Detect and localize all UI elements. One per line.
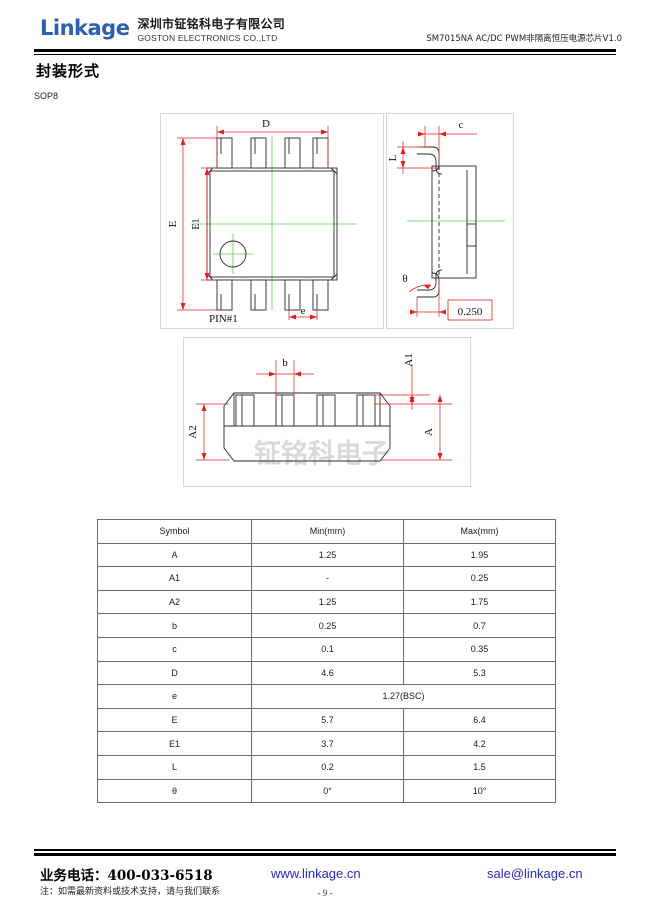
cell-max: 10° (403, 778, 556, 804)
cell-symbol: e (97, 684, 252, 709)
cell-symbol: c (97, 636, 252, 662)
cell-min: 5.7 (251, 707, 404, 733)
table-header-cell: Max(mm) (403, 519, 556, 544)
page-header: Linkage 深圳市钲铭科电子有限公司 GOSTON ELECTRONICS … (0, 0, 650, 60)
table-header-cell: Symbol (97, 519, 252, 544)
page-title: 封装形式 (36, 62, 101, 80)
footer-phone: 业务电话：400-033-6518 (40, 868, 213, 884)
cell-min: - (251, 566, 404, 591)
cell-symbol: D (97, 660, 252, 686)
cell-min: 0.1 (251, 636, 404, 662)
dimension-value-0250: 0.250 (458, 306, 483, 318)
package-side-view-drawing: c L θ 0.250 (386, 113, 514, 329)
cell-min: 1.25 (251, 542, 404, 568)
cell-max: 0.7 (403, 613, 556, 638)
cell-max: 0.25 (403, 566, 556, 591)
page-footer: 业务电话：400-033-6518 注：如需最新资料或技术支持，请与我们联系 w… (0, 860, 650, 919)
document-title: SM7015NA AC/DC PWM非隔离恒压电源芯片V1.0 (426, 34, 622, 44)
dimension-label-d: D (262, 118, 270, 130)
dimension-label-e: E (167, 220, 179, 227)
cell-max: 1.75 (403, 589, 556, 615)
cell-min: 0.2 (251, 754, 404, 780)
package-type-label: SOP8 (34, 91, 59, 101)
dimension-label-e1: E1 (191, 218, 202, 229)
cell-min: 4.6 (251, 660, 404, 686)
table-row: A1-0.25 (97, 566, 556, 591)
cell-min: 3.7 (251, 731, 404, 756)
company-name-cn: 深圳市钲铭科电子有限公司 (137, 17, 286, 31)
footer-website-link[interactable]: www.linkage.cn (271, 866, 361, 881)
package-top-view-drawing: D E E1 e PIN#1 (160, 113, 384, 329)
dimension-label-a: A (423, 428, 435, 436)
footer-note: 注：如需最新资料或技术支持，请与我们联系 (40, 887, 221, 897)
dimension-label-c: c (459, 119, 464, 131)
cell-symbol: b (97, 613, 252, 638)
dimension-label-a1: A1 (403, 353, 415, 366)
dimension-label-a2: A2 (187, 425, 199, 438)
cell-symbol: θ (97, 778, 252, 804)
pin1-label: PIN#1 (209, 313, 238, 325)
dimension-label-l: L (387, 154, 399, 161)
dimension-label-theta: θ (402, 273, 407, 285)
footer-email-link[interactable]: sale@linkage.cn (487, 866, 583, 881)
cell-symbol: E (97, 707, 252, 733)
cell-max: 5.3 (403, 660, 556, 686)
header-divider (34, 49, 616, 55)
cell-max: 0.35 (403, 636, 556, 662)
logo-wordmark: Linkage (40, 16, 130, 40)
cell-min: 0.25 (251, 613, 404, 638)
cell-min: 1.25 (251, 589, 404, 615)
cell-max: 1.5 (403, 754, 556, 780)
cell-max: 6.4 (403, 707, 556, 733)
watermark-text: 钲铭科电子 (254, 439, 389, 470)
dimension-label-b: b (282, 357, 288, 369)
cell-symbol: A2 (97, 589, 252, 615)
company-name-block: 深圳市钲铭科电子有限公司 GOSTON ELECTRONICS CO.,LTD (137, 17, 285, 44)
footer-divider (34, 849, 616, 856)
company-name-en: GOSTON ELECTRONICS CO.,LTD (137, 33, 278, 43)
dimension-label-e-pitch: e (301, 305, 306, 317)
cell-symbol: E1 (97, 731, 252, 756)
cell-max: 1.95 (403, 542, 556, 568)
cell-symbol: L (97, 754, 252, 780)
page-number: - 9 - (317, 888, 333, 898)
company-logo: Linkage 深圳市钲铭科电子有限公司 GOSTON ELECTRONICS … (40, 17, 285, 44)
cell-symbol: A1 (97, 566, 252, 591)
cell-span-value: 1.27(BSC) (251, 684, 556, 709)
cell-max: 4.2 (403, 731, 556, 756)
cell-symbol: A (97, 542, 252, 568)
cell-min: 0° (251, 778, 404, 804)
table-header-cell: Min(mm) (251, 519, 404, 544)
package-bottom-view-drawing: 钲铭科电子 b (183, 337, 471, 487)
